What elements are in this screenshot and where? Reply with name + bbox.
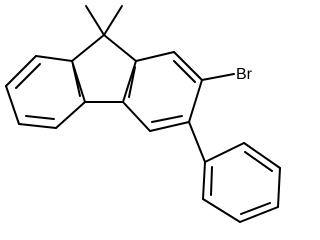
left-ring-double-bond-3 (72, 64, 81, 97)
left-ring-bond-3 (5, 85, 20, 125)
left-ring-bond-1 (35, 55, 73, 62)
right-ring-double-bond-2 (151, 115, 183, 123)
five-ring-bond-1 (71, 34, 105, 62)
bromine-bond (201, 73, 235, 81)
phenyl-link-bond (188, 121, 206, 163)
phenyl-ring-bond-4 (239, 206, 279, 223)
methyl-bond-right (103, 5, 123, 36)
right-ring-bond-1 (135, 51, 175, 62)
right-ring-bond-3 (188, 79, 203, 123)
phenyl-double-bond-2 (240, 202, 271, 215)
left-ring-double-bond-2 (25, 115, 55, 120)
right-ring-bond-4 (149, 121, 190, 132)
right-ring-double-bond-1 (173, 60, 196, 83)
phenyl-double-bond-3 (210, 166, 213, 196)
left-ring-bond-4 (18, 123, 57, 129)
methyl-bond-left (85, 5, 105, 36)
left-ring-bond-2 (5, 55, 37, 87)
phenyl-ring-bond-2 (243, 142, 281, 169)
left-ring-double-bond-1 (15, 63, 41, 89)
phenyl-double-bond-1 (244, 151, 273, 172)
left-ring-bond-5 (55, 101, 86, 129)
phenyl-ring-bond-5 (202, 198, 241, 223)
phenyl-ring-bond-1 (204, 142, 245, 163)
bond-network (5, 5, 281, 223)
right-ring-bond-5 (122, 101, 151, 132)
right-ring-bond-2 (173, 51, 203, 81)
molecule-structure-diagram: Br (5, 5, 281, 223)
bromine-atom-label: Br (236, 66, 253, 83)
phenyl-ring-bond-3 (277, 167, 281, 208)
phenyl-ring-bond-6 (202, 161, 206, 200)
right-ring-double-bond-3 (128, 66, 136, 98)
five-ring-bond-2 (103, 34, 137, 62)
